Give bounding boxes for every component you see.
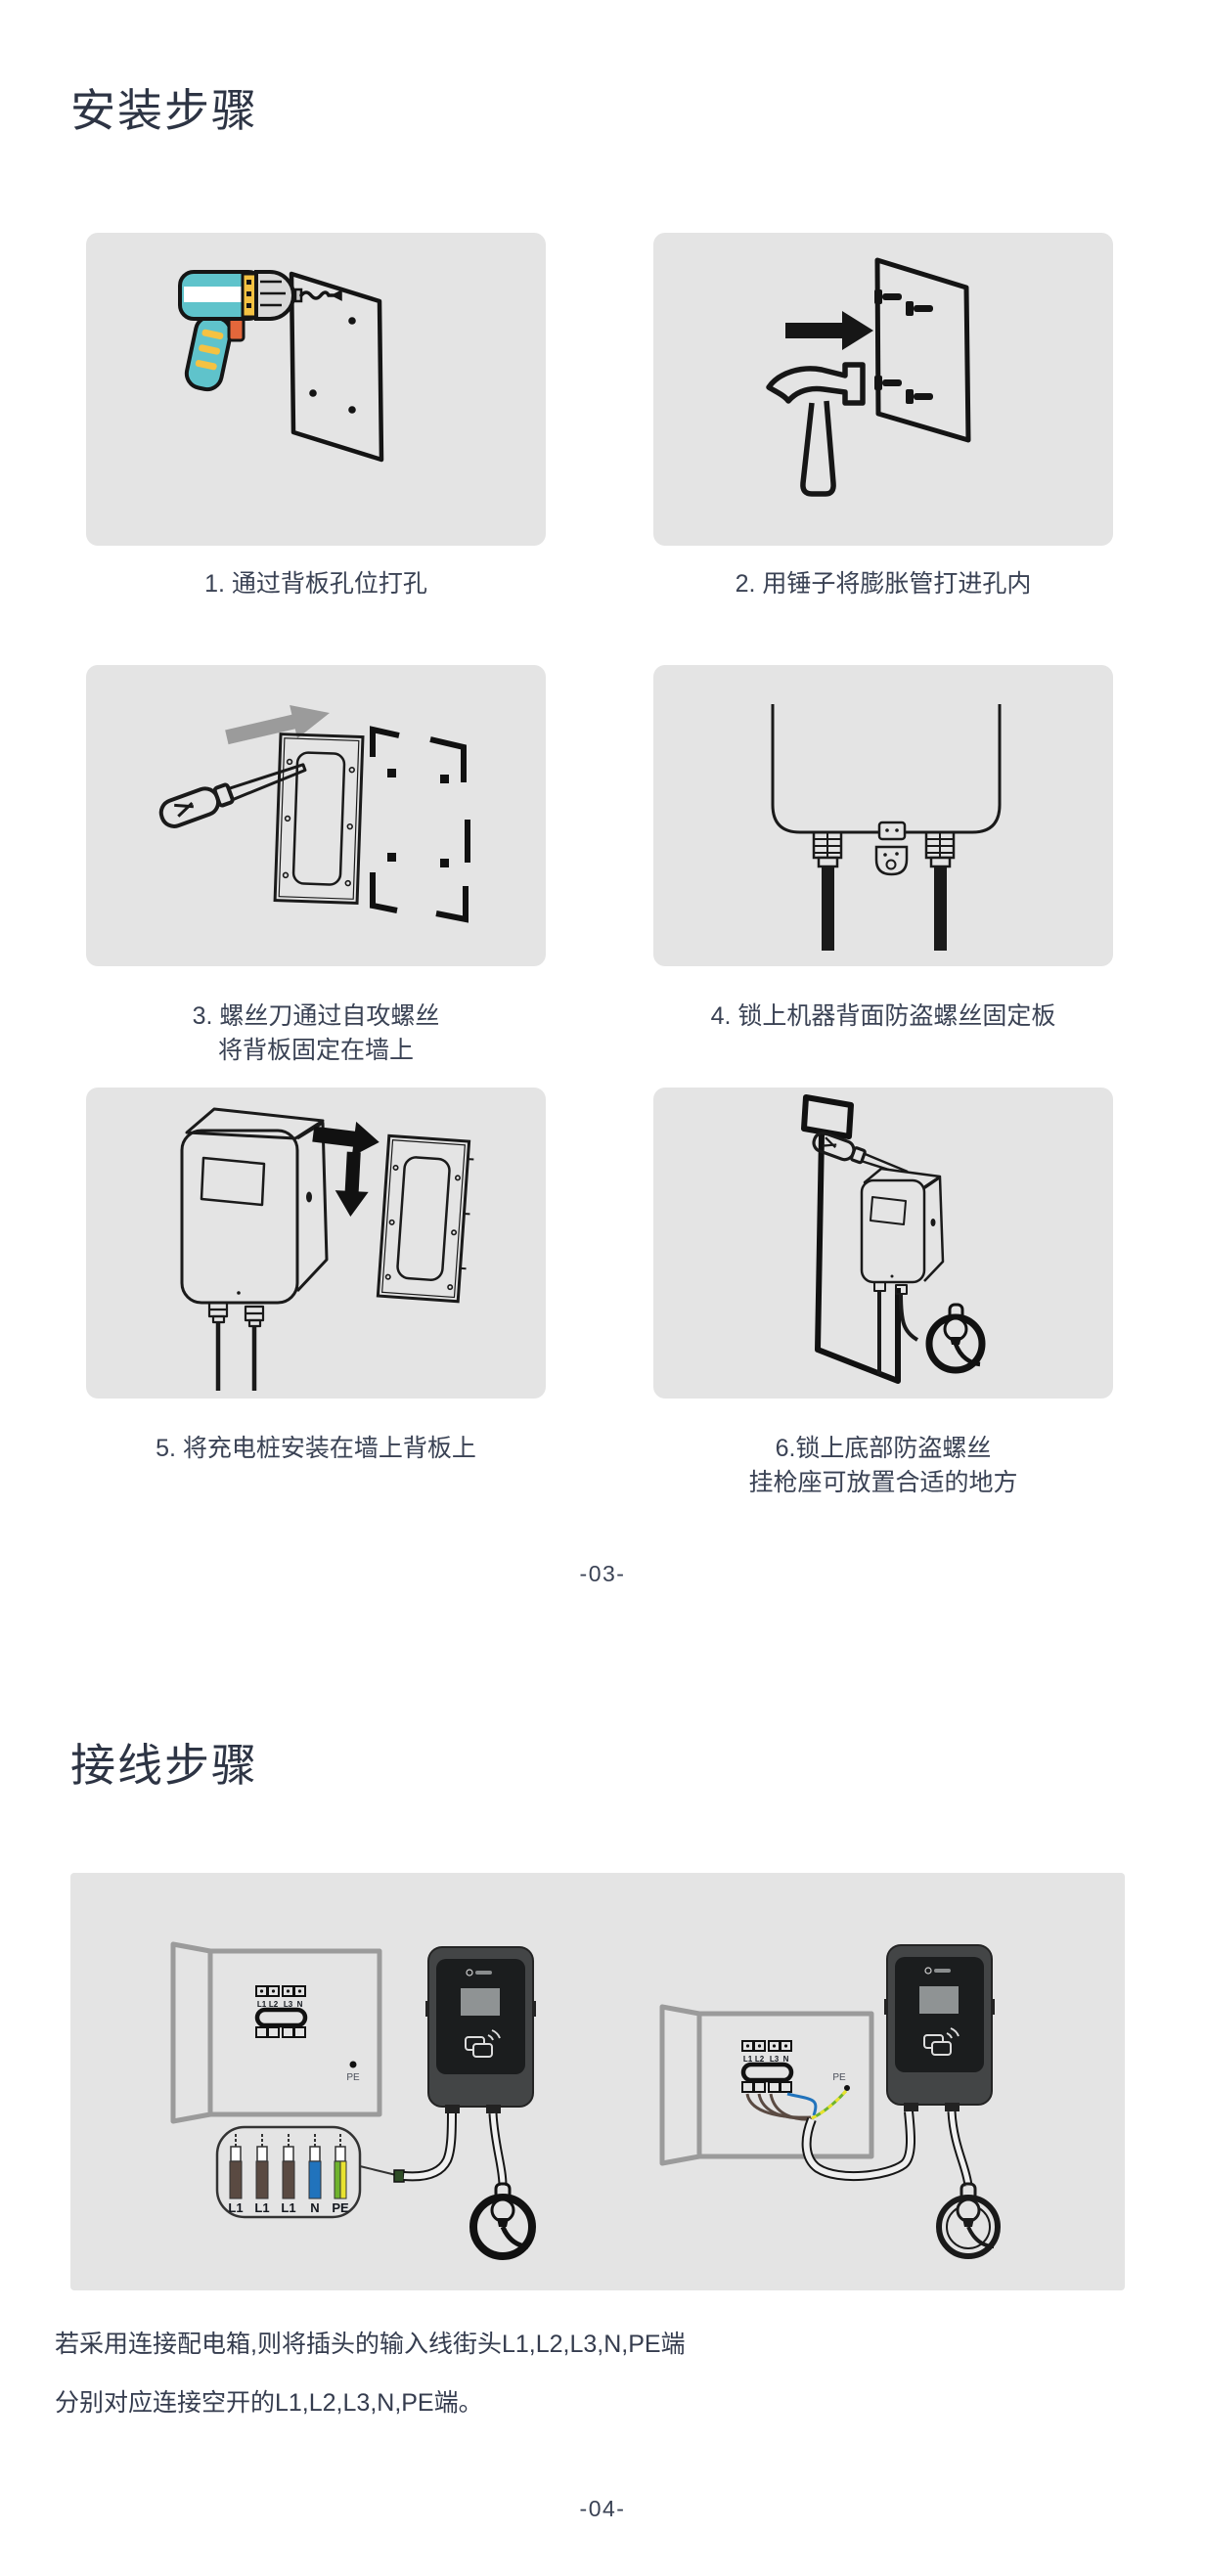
arrow-up-right-icon (225, 704, 330, 745)
breaker-wires (745, 2089, 848, 2121)
pe-point-1 (349, 2061, 357, 2068)
charger-2 (884, 1944, 995, 2111)
input-cable-1-core (403, 2109, 455, 2180)
gun-cable-1-core (490, 2112, 506, 2187)
device-bottom-illustration (771, 704, 1002, 951)
cable-coil-gun-1 (469, 2182, 536, 2260)
cable-gland-right (924, 830, 956, 951)
brand-logo (466, 1969, 492, 1976)
breaker2-label-l1: L1 (743, 2055, 753, 2064)
backplate-3d (376, 1133, 474, 1304)
breaker1-label-l1: L1 (257, 2000, 267, 2009)
input-cable-2-core (803, 2110, 914, 2180)
expansion-anchors (874, 289, 933, 404)
device-bottom-outline (771, 704, 1002, 834)
charger-1 (425, 1946, 536, 2113)
circuit-breaker-1: L1 L2 L3 N (254, 1985, 308, 2038)
cable-coil-gun (925, 1303, 986, 1374)
distribution-box-2 (659, 2004, 874, 2166)
anti-theft-plate (874, 821, 909, 876)
wiring-panel: L1 L2 L3 N PE (70, 1873, 1125, 2290)
wiring-note-line1: 若采用连接配电箱,则将插头的输入线街头L1,L2,L3,N,PE端 (55, 2331, 686, 2358)
charger-screen (461, 1988, 500, 2016)
terminal-callout: L1 L1 L1 N PE (215, 2125, 362, 2219)
terminal-label-1: L1 (228, 2200, 243, 2215)
step1-panel (86, 233, 546, 546)
step5-caption: 5. 将充电桩安装在墙上背板上 (156, 1435, 476, 1462)
step3-caption: 3. 螺丝刀通过自攻螺丝 将背板固定在墙上 (192, 1002, 440, 1064)
terminal-label-2: L1 (254, 2200, 269, 2215)
backplate (273, 733, 365, 906)
step4-panel (653, 665, 1113, 966)
circuit-breaker-2: L1 L2 L3 N (740, 2040, 794, 2093)
wall-outline (801, 1094, 901, 1384)
wall-plate (874, 257, 971, 443)
rfid-card-icon (465, 2029, 501, 2058)
wire-l1-a (229, 2134, 243, 2199)
charger-3d-small (860, 1167, 945, 1295)
backplate-board (289, 271, 384, 463)
drill-board-illustration (178, 270, 384, 463)
cable-connector (393, 2169, 405, 2183)
step4-caption: 4. 锁上机器背面防盗螺丝固定板 (710, 1002, 1056, 1030)
arrow-right-icon (312, 1121, 379, 1157)
terminal-label-3: L1 (281, 2200, 295, 2215)
rfid-card-icon (923, 2027, 960, 2056)
wire-l1-b (255, 2134, 269, 2199)
mount-charger-illustration (180, 1107, 474, 1391)
terminal-label-4: N (310, 2200, 319, 2215)
terminal-label-5: PE (332, 2200, 349, 2215)
step6-caption: 6.锁上底部防盗螺丝 挂枪座可放置合适的地方 (748, 1435, 1018, 1496)
hammer-anchors-illustration (766, 257, 971, 497)
charger-screen (919, 1986, 959, 2014)
wire-pe (334, 2134, 347, 2199)
wire-l1-c (282, 2134, 295, 2199)
wall-position-marks (370, 726, 470, 923)
breaker2-label-l3: L3 (770, 2055, 780, 2064)
pe-point-2 (844, 2085, 850, 2091)
cable-right (899, 1293, 919, 1342)
wiring-section-title: 接线步骤 (70, 1740, 258, 1791)
cable-coil-gun-2 (936, 2182, 1001, 2259)
hammer-icon (766, 362, 866, 497)
distribution-box-1 (170, 1941, 382, 2124)
wire-n (308, 2134, 322, 2199)
wiring-illustration: L1 L2 L3 N PE (170, 1941, 1001, 2260)
wiring-note-line2: 分别对应连接空开的L1,L2,L3,N,PE端。 (55, 2389, 483, 2417)
step2-panel (653, 233, 1113, 546)
install-section-title: 安装步骤 (70, 85, 258, 136)
screwdriver-icon (158, 763, 307, 828)
page-number-03: -03- (579, 1561, 626, 1586)
callout-pointer-line (359, 2165, 397, 2176)
drill-icon (178, 270, 342, 392)
breaker2-label-l2: L2 (755, 2055, 765, 2064)
page-number-04: -04- (579, 2496, 626, 2521)
cable-gland-left (812, 830, 843, 951)
wall-position-dots (387, 769, 449, 867)
pe-label-1: PE (346, 2072, 360, 2083)
breaker2-label-n: N (783, 2055, 789, 2064)
breaker1-label-l2: L2 (269, 2000, 279, 2009)
brand-logo (924, 1967, 951, 1975)
step1-caption: 1. 通过背板孔位打孔 (204, 570, 427, 598)
step2-caption: 2. 用锤子将膨胀管打进孔内 (735, 570, 1032, 598)
step3-panel (86, 665, 546, 966)
breaker1-label-l3: L3 (284, 2000, 293, 2009)
charger-3d (180, 1107, 329, 1391)
lock-bottom-illustration (801, 1094, 986, 1384)
gun-cable-2-core (949, 2110, 971, 2187)
pe-label-2: PE (832, 2072, 846, 2083)
arrow-down-icon (335, 1151, 369, 1217)
step5-panel (86, 1088, 546, 1399)
arrow-right-icon (785, 311, 873, 350)
screwdriver-backplate-illustration (158, 704, 470, 923)
step6-panel (653, 1088, 1113, 1399)
breaker1-label-n: N (297, 2000, 303, 2009)
